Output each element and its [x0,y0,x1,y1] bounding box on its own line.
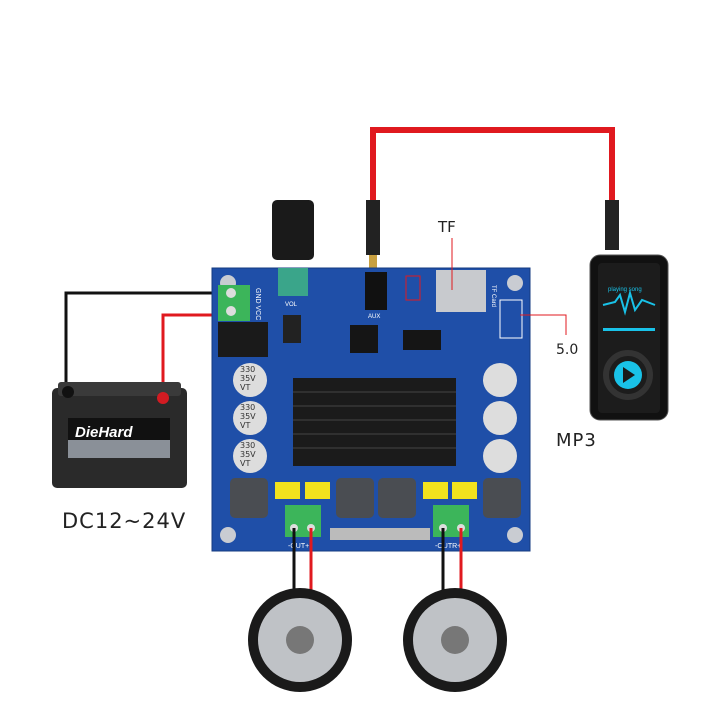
mp3-player: playing song [589,254,669,421]
svg-text:VOL: VOL [285,302,298,308]
svg-text:330: 330 [240,365,255,374]
red-power-wire [161,313,228,398]
svg-text:330: 330 [240,403,255,412]
aux-cable [370,127,615,205]
aux-plug-player [605,200,619,250]
bluetooth-version-label: 5.0 [556,342,578,358]
power-label: DC12~24V [62,509,186,533]
dc-jack [218,322,268,357]
svg-text:-OUTR+: -OUTR+ [435,543,461,550]
mp3-label: MP3 [556,430,597,451]
battery: DieHard [52,382,187,488]
svg-text:AUX: AUX [368,314,380,320]
black-power-wire [64,291,228,390]
svg-text:-OUT+: -OUT+ [288,543,309,550]
svg-text:35V: 35V [240,450,256,459]
heatsink [293,378,456,466]
aux-jack [365,272,387,310]
bluetooth-antenna [499,299,523,339]
right-output-terminal [433,505,469,537]
svg-text:35V: 35V [240,374,256,383]
svg-text:TF Card: TF Card [490,285,496,307]
battery-brand: DieHard [75,424,133,441]
tf-label: TF [437,218,456,236]
svg-text:VT: VT [240,459,250,468]
svg-text:GND VCC: GND VCC [254,288,261,320]
left-output-terminal [285,505,321,537]
speaker-left [248,588,352,692]
svg-text:VT: VT [240,421,250,430]
svg-text:playing song: playing song [608,287,642,293]
svg-text:330: 330 [240,441,255,450]
speaker-right [403,588,507,692]
aux-plug-board [366,200,380,255]
tf-card-slot [436,270,486,312]
svg-text:VT: VT [240,383,250,392]
svg-text:35V: 35V [240,412,256,421]
volume-knob [272,200,314,260]
